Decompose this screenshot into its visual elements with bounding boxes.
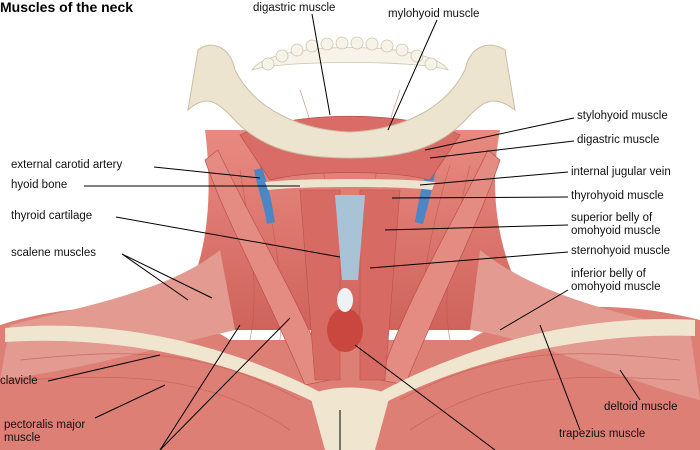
label-hyoid-bone: hyoid bone bbox=[11, 179, 68, 191]
label-thyrohyoid-muscle: thyrohyoid muscle bbox=[571, 190, 664, 202]
label-pectoralis-line2: muscle bbox=[4, 432, 41, 444]
label-sternohyoid-muscle: sternohyoid muscle bbox=[571, 245, 671, 257]
thyroid-gland bbox=[327, 308, 363, 352]
left-clavicle bbox=[5, 325, 320, 404]
label-external-carotid-artery: external carotid artery bbox=[11, 159, 123, 171]
label-deltoid-muscle: deltoid muscle bbox=[604, 401, 678, 413]
label-scalene-muscles: scalene muscles bbox=[11, 247, 97, 259]
label-mylohyoid-muscle: mylohyoid muscle bbox=[388, 8, 480, 20]
leader-lines bbox=[47, 13, 641, 450]
left-sternocleidomastoid bbox=[204, 149, 331, 386]
mandible bbox=[187, 44, 516, 159]
label-superior-belly-line1: superior belly of bbox=[571, 212, 653, 224]
sternohyoid-band-right bbox=[359, 189, 401, 381]
label-digastric-muscle-top: digastric muscle bbox=[253, 2, 336, 14]
right-clavicle bbox=[380, 319, 695, 404]
trachea-ring bbox=[337, 288, 353, 312]
teeth bbox=[251, 36, 449, 71]
diagram-title: Muscles of the neck bbox=[0, 0, 134, 15]
label-inferior-belly-line1: inferior belly of bbox=[571, 268, 646, 280]
hyoid-bone-shape bbox=[265, 179, 435, 190]
label-stylohyoid-muscle: stylohyoid muscle bbox=[577, 110, 668, 122]
label-thyroid-cartilage: thyroid cartilage bbox=[11, 210, 93, 222]
sternum bbox=[310, 387, 390, 450]
left-shoulder-region bbox=[0, 250, 235, 380]
label-trapezius-muscle: trapezius muscle bbox=[559, 428, 646, 440]
label-pectoralis-line1: pectoralis major bbox=[4, 419, 86, 431]
label-clavicle: clavicle bbox=[0, 375, 38, 387]
label-superior-belly-line2: omohyoid muscle bbox=[571, 225, 661, 237]
label-digastric-muscle-right: digastric muscle bbox=[577, 134, 660, 146]
thyroid-cartilage-shape bbox=[335, 195, 365, 280]
left-jugular-vein bbox=[254, 168, 275, 224]
label-inferior-belly-line2: omohyoid muscle bbox=[571, 281, 661, 293]
label-internal-jugular-vein: internal jugular vein bbox=[571, 166, 671, 178]
